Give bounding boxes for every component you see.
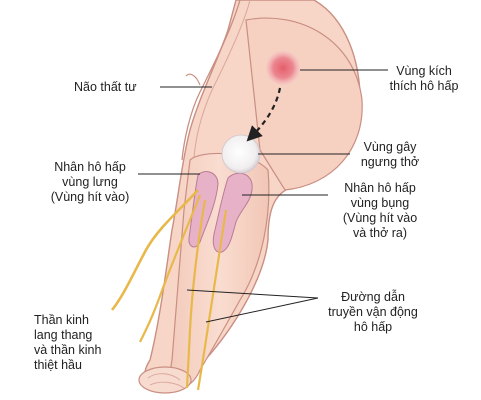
motor-pathway-1: [185, 199, 207, 389]
label-fourth-ventricle: Não thất tư: [74, 80, 137, 94]
glossopharyngeal-nerve: [139, 194, 202, 343]
label-apneustic-area: Vùng gây ngưng thở: [360, 140, 420, 169]
label-motor-pathways: Đường dẫn truyền vận động hô hấp: [328, 290, 418, 334]
label-nerves: Thần kinh lang thang và thần kinh thiệt …: [34, 313, 102, 372]
leader-motor-1: [186, 289, 319, 299]
dashed-down-arrow-icon: [246, 87, 282, 142]
apneustic-area-spot: [221, 134, 261, 174]
leader-motor-2: [205, 297, 319, 323]
label-dorsal-group: Nhân hô hấp vùng lưng (Vùng hít vào): [50, 160, 130, 204]
label-stimulating-area: Vùng kích thích hô hấp: [389, 64, 459, 93]
label-ventral-group: Nhân hô hấp vùng bụng (Vùng hít vào và t…: [342, 181, 418, 240]
stimulating-area-spot: [266, 51, 300, 85]
medulla-cut-end: [138, 366, 192, 394]
fourth-ventricle: [181, 0, 241, 161]
vagus-nerve: [110, 189, 199, 311]
motor-pathway-2: [196, 209, 228, 391]
